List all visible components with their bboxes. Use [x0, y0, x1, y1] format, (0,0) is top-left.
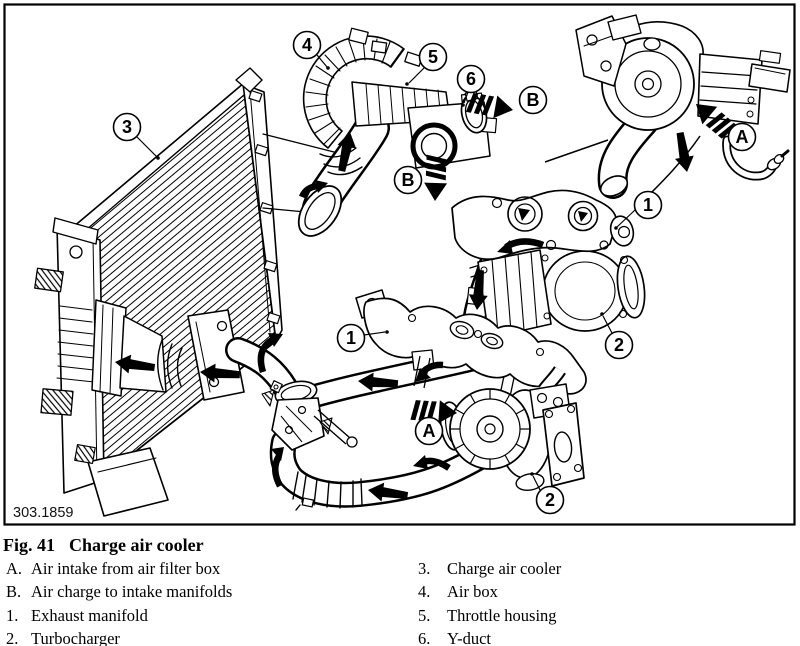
turbocharger-lower — [439, 366, 585, 491]
callout-6-label: 6 — [466, 69, 476, 89]
callout-b-right: B — [518, 85, 548, 115]
legend-label: Exhaust manifold — [31, 605, 148, 625]
callout-a-lower: A — [414, 416, 444, 446]
callout-1-lower-label: 1 — [346, 328, 356, 348]
callout-b-right-label: B — [527, 90, 540, 110]
callout-2-lower: 2 — [530, 472, 565, 515]
callout-6: 6 — [456, 64, 486, 107]
charge-air-cooler-diagram: 3 4 5 6 1 2 — [3, 3, 796, 526]
figure-caption-label: Fig. 41 — [3, 535, 55, 555]
callout-3: 3 — [112, 112, 160, 160]
legend-key: B. — [6, 582, 22, 602]
exhaust-manifold-upper — [451, 189, 635, 261]
legend-key: 3. — [418, 559, 431, 578]
legend-key: A. — [6, 559, 23, 578]
callout-2-upper-label: 2 — [614, 335, 624, 355]
legend-key: 6. — [418, 629, 431, 646]
callout-2-upper: 2 — [600, 312, 634, 360]
flow-arrows — [113, 90, 739, 505]
callout-a-top: A — [727, 122, 757, 152]
legend-key: 5. — [418, 605, 431, 625]
callout-1-upper-label: 1 — [643, 195, 653, 215]
legend-key: 2. — [6, 629, 19, 646]
turbocharger-upper — [466, 249, 646, 339]
figure-ref-code: 303.1859 — [13, 505, 73, 521]
legend-label: Y-duct — [447, 629, 491, 646]
legend-item-4: 4. Air box — [418, 580, 561, 603]
callout-b-down-label: B — [402, 170, 415, 190]
legend-left-column: A. Air intake from air filter box B. Air c… — [6, 557, 232, 646]
callout-5: 5 — [405, 42, 448, 86]
legend-key: 1. — [6, 605, 19, 625]
legend-label: Throttle housing — [447, 605, 557, 625]
legend-right-column: 3. Charge air cooler 4. Air box 5. Throttle… — [418, 557, 561, 646]
callout-1-lower: 1 — [336, 323, 389, 353]
callouts: 3 4 5 6 1 2 — [112, 30, 757, 515]
hose-junction — [261, 380, 358, 451]
callout-5-label: 5 — [428, 47, 438, 67]
legend-label: Air charge to intake manifolds — [31, 582, 233, 602]
figure-caption-title: Charge air cooler — [69, 535, 204, 555]
legend-item-b: B. Air charge to intake manifolds — [6, 580, 232, 603]
legend-label: Turbocharger — [31, 629, 120, 646]
callout-b-down: B — [393, 165, 423, 195]
legend-item-6: 6. Y-duct — [418, 627, 561, 646]
legend-item-3: 3. Charge air cooler — [418, 557, 561, 580]
legend-key: 4. — [418, 582, 431, 602]
charge-air-cooler — [34, 67, 283, 517]
callout-4-label: 4 — [302, 35, 312, 55]
turbocharger-top-right — [575, 14, 791, 199]
callout-4: 4 — [292, 30, 330, 70]
callout-3-label: 3 — [122, 117, 132, 137]
legend-label: Charge air cooler — [447, 559, 562, 578]
figure-caption: Fig. 41 Charge air cooler — [3, 535, 204, 556]
callout-2-lower-label: 2 — [545, 490, 555, 510]
air-box-assembly — [262, 27, 498, 237]
callout-a-lower-label: A — [423, 421, 436, 441]
legend-label: Air intake from air filter box — [31, 559, 221, 578]
curved-arrows — [257, 182, 545, 488]
callout-1-upper: 1 — [614, 190, 663, 230]
legend-item-a: A. Air intake from air filter box — [6, 557, 232, 580]
legend-item-2: 2. Turbocharger — [6, 627, 232, 646]
callout-a-top-label: A — [736, 127, 749, 147]
legend-item-1: 1. Exhaust manifold — [6, 604, 232, 627]
legend-label: Air box — [447, 582, 498, 602]
legend-item-5: 5. Throttle housing — [418, 604, 561, 627]
